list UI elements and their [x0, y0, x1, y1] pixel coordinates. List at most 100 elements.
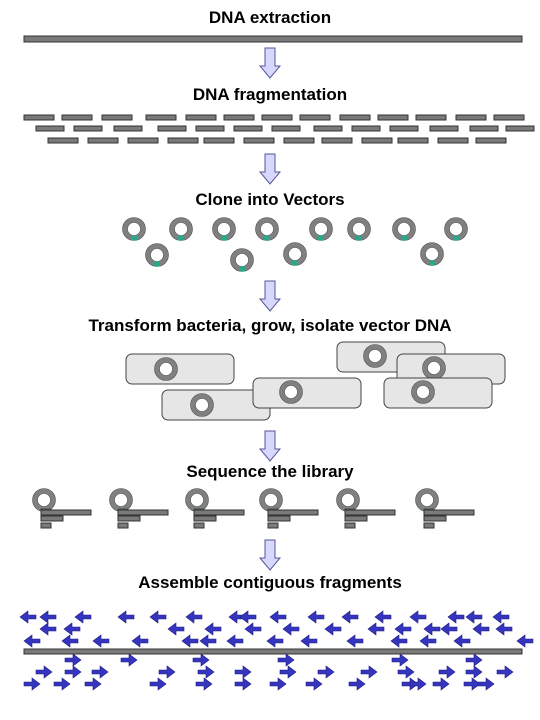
- sequence-read: [117, 509, 169, 516]
- read-arrow-shape: [438, 665, 456, 679]
- read-arrow-icon: [432, 677, 450, 691]
- down-arrow-shape: [258, 47, 282, 79]
- read-arrow-icon: [440, 622, 458, 636]
- down-arrow-shape: [258, 280, 282, 312]
- read-arrow-shape: [346, 634, 364, 648]
- read-arrow-icon: [324, 622, 342, 636]
- dna-insert: [401, 235, 407, 241]
- read-arrow-shape: [341, 610, 359, 624]
- dna-fragment: [271, 125, 301, 132]
- read-arrow-icon: [64, 665, 82, 679]
- read-arrow-shape: [149, 677, 167, 691]
- read-arrow-icon: [74, 610, 92, 624]
- read-arrow-shape: [84, 677, 102, 691]
- read-arrow-icon: [495, 622, 513, 636]
- dna-insert: [318, 235, 324, 241]
- read-arrow-icon: [92, 634, 110, 648]
- read-arrow-shape: [453, 634, 471, 648]
- read-arrow-shape: [91, 665, 109, 679]
- read-arrow-icon: [279, 665, 297, 679]
- bacterium: [252, 377, 362, 409]
- read-arrow-shape: [185, 610, 203, 624]
- read-arrow-icon: [234, 677, 252, 691]
- vector-plasmid: [212, 217, 236, 241]
- dna-fragment: [397, 137, 429, 144]
- genomic-dna-strand: [23, 35, 523, 43]
- read-arrow-shape: [374, 610, 392, 624]
- sequencing-vector: [109, 488, 169, 529]
- read-arrow-shape: [409, 610, 427, 624]
- vector-plasmid: [230, 248, 254, 272]
- read-arrow-shape: [61, 634, 79, 648]
- read-arrow-icon: [244, 622, 262, 636]
- read-arrow-shape: [269, 677, 287, 691]
- read-arrow-shape: [158, 665, 176, 679]
- read-arrow-icon: [197, 665, 215, 679]
- down-arrow-icon: [258, 539, 282, 571]
- read-arrow-icon: [204, 622, 222, 636]
- bacterium: [125, 353, 235, 385]
- sequencing-library: [32, 488, 475, 529]
- read-arrow-shape: [197, 665, 215, 679]
- read-arrow-shape: [496, 665, 514, 679]
- read-arrow-shape: [394, 622, 412, 636]
- dna-fragment: [167, 137, 199, 144]
- read-arrow-icon: [423, 622, 441, 636]
- read-arrow-icon: [149, 677, 167, 691]
- dna-fragment: [35, 125, 65, 132]
- read-arrow-icon: [23, 634, 41, 648]
- dna-fragment: [203, 137, 235, 144]
- read-arrow-icon: [438, 665, 456, 679]
- vector-plasmid: [279, 380, 303, 404]
- vector-plasmid: [109, 488, 133, 512]
- read-arrow-shape: [74, 610, 92, 624]
- read-arrow-icon: [23, 677, 41, 691]
- dna-fragment: [429, 125, 459, 132]
- read-arrow-shape: [53, 677, 71, 691]
- vector-plasmid: [154, 357, 178, 381]
- vector-ring-inner: [190, 493, 204, 507]
- vector-plasmid: [32, 488, 56, 512]
- read-arrow-shape: [360, 665, 378, 679]
- read-arrow-shape: [463, 677, 481, 691]
- dna-fragment: [101, 114, 133, 121]
- vector-plasmid: [122, 217, 146, 241]
- read-arrow-shape: [472, 622, 490, 636]
- step-title-sequence: Sequence the library: [186, 462, 354, 481]
- sequencing-vector: [32, 488, 92, 529]
- read-arrow-shape: [305, 677, 323, 691]
- read-arrow-shape: [226, 634, 244, 648]
- read-arrow-icon: [307, 610, 325, 624]
- bacteria-cells: [125, 341, 506, 421]
- bacterium-cell: [383, 377, 493, 409]
- vector-plasmid: [145, 243, 169, 267]
- read-arrow-shape: [348, 677, 366, 691]
- read-arrow-icon: [226, 634, 244, 648]
- read-arrow-icon: [419, 634, 437, 648]
- sequence-read: [193, 515, 217, 522]
- read-arrow-shape: [307, 610, 325, 624]
- read-arrow-icon: [367, 622, 385, 636]
- read-arrow-shape: [39, 610, 57, 624]
- dna-fragment: [377, 114, 409, 121]
- read-arrow-shape: [390, 634, 408, 648]
- read-arrow-shape: [447, 610, 465, 624]
- bacterium: [396, 353, 506, 385]
- read-arrow-icon: [397, 665, 415, 679]
- read-arrow-icon: [390, 634, 408, 648]
- dna-fragment: [157, 125, 187, 132]
- read-arrow-shape: [234, 665, 252, 679]
- read-arrow-icon: [465, 665, 483, 679]
- read-arrow-shape: [419, 634, 437, 648]
- vector-ring-outer: [279, 380, 303, 404]
- dna-fragment: [361, 137, 393, 144]
- dna-fragment: [113, 125, 143, 132]
- read-arrow-icon: [181, 634, 199, 648]
- dna-insert: [356, 235, 362, 241]
- read-arrow-shape: [92, 634, 110, 648]
- read-arrow-shape: [391, 653, 409, 667]
- read-arrow-shape: [131, 634, 149, 648]
- vector-ring-inner: [420, 493, 434, 507]
- read-arrow-icon: [53, 677, 71, 691]
- dna-fragment: [145, 114, 177, 121]
